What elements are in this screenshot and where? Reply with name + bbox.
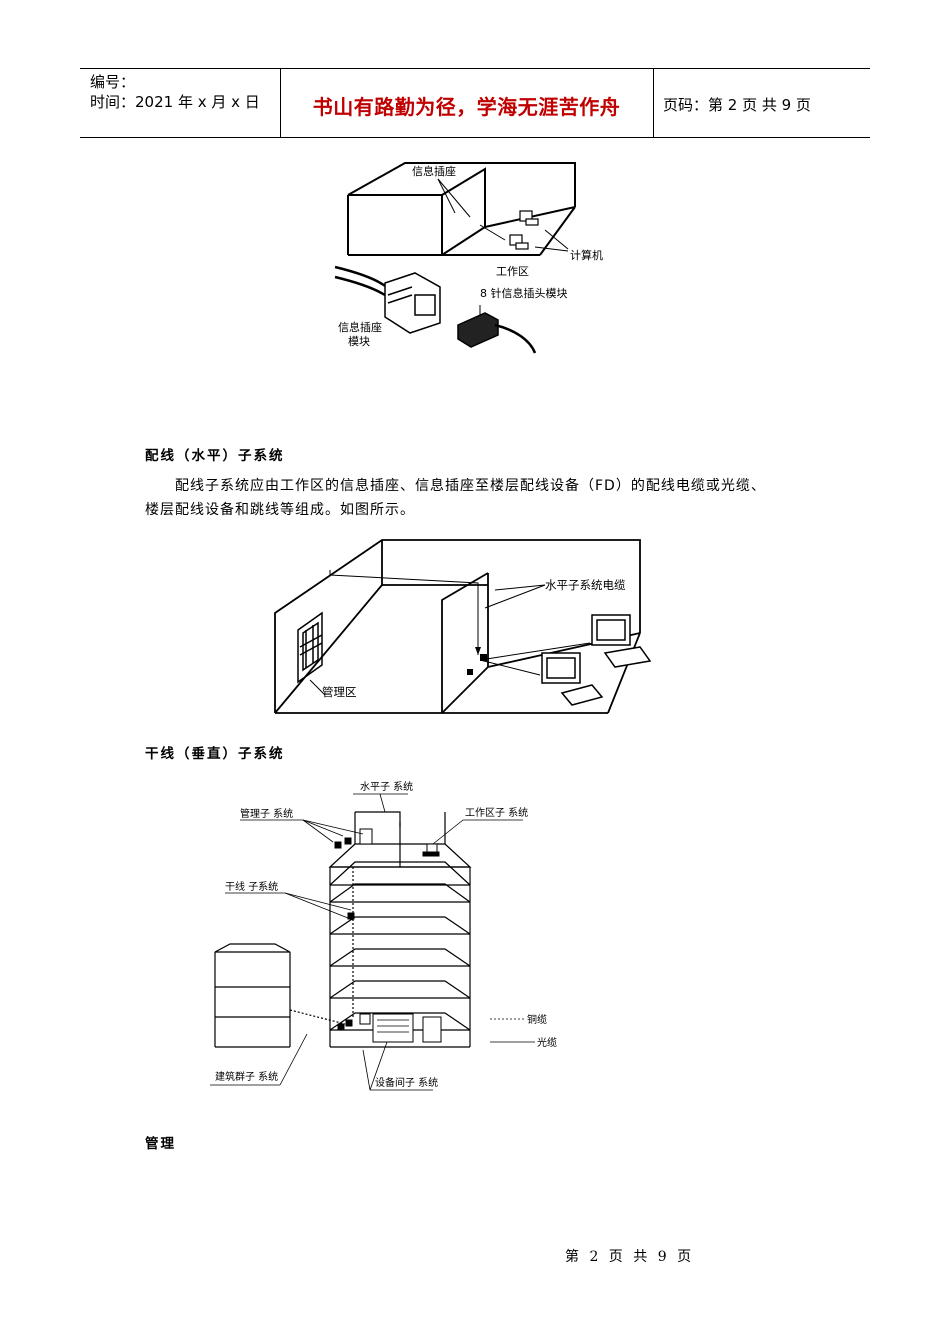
- header-middle-cell: 书山有路勤为径，学海无涯苦作舟: [280, 69, 654, 137]
- para-horizontal-line2: 楼层配线设备和跳线等组成。如图所示。: [145, 502, 415, 518]
- page-footer: 第 2 页 共 9 页: [565, 1249, 695, 1265]
- header-motto: 书山有路勤为径，学海无涯苦作舟: [312, 95, 621, 119]
- label-outlet-module-2: 模块: [348, 335, 370, 348]
- header-right-cell: 页码：第 2 页 共 9 页: [653, 69, 870, 137]
- backbone-subsystem-figure: 水平子 系统 管理子 系统 工作区子 系统 干线 子系统 铜缆 光缆 建筑群子 …: [210, 780, 557, 1091]
- section-title-management: 管理: [145, 1136, 176, 1152]
- label-mgmt-subsystem: 管理子 系统: [240, 807, 293, 820]
- para-horizontal-line1: 配线子系统应由工作区的信息插座、信息插座至楼层配线设备（FD）的配线电缆或光缆、: [175, 478, 766, 494]
- label-mgmt-area: 管理区: [322, 685, 357, 699]
- work-area-figure: 信息插座 计算机 工作区 8 针信息插头模块 信息插座 模块: [334, 162, 603, 354]
- label-copper: 铜缆: [527, 1013, 547, 1026]
- label-horizontal-cable: 水平子系统电缆: [545, 578, 626, 592]
- label-work-subsystem: 工作区子 系统: [465, 806, 528, 819]
- section-title-backbone: 干线（垂直）子系统: [145, 746, 285, 762]
- label-8pin-module: 8 针信息插头模块: [480, 286, 568, 300]
- label-horizontal-subsystem: 水平子 系统: [360, 780, 413, 793]
- horizontal-subsystem-figure: 水平子系统电缆 管理区: [274, 539, 652, 714]
- label-backbone-subsystem: 干线 子系统: [225, 880, 278, 893]
- label-campus-subsystem: 建筑群子 系统: [215, 1070, 278, 1083]
- page-info: 页码：第 2 页 共 9 页: [663, 96, 811, 114]
- label-outlet: 信息插座: [412, 164, 456, 178]
- label-computer: 计算机: [570, 248, 603, 262]
- label-work-area: 工作区: [496, 265, 529, 278]
- header-left-cell: 编号： 时间：2021 年 x 月 x 日: [80, 69, 281, 137]
- label-fiber: 光缆: [537, 1036, 557, 1049]
- label-outlet-module-1: 信息插座: [338, 320, 382, 334]
- date-line: 时间：2021 年 x 月 x 日: [90, 93, 260, 111]
- section-title-horizontal: 配线（水平）子系统: [145, 448, 285, 464]
- label-equipment-subsystem: 设备间子 系统: [375, 1076, 438, 1089]
- page-header: 编号： 时间：2021 年 x 月 x 日 书山有路勤为径，学海无涯苦作舟 页码…: [80, 68, 870, 138]
- code-label: 编号：: [90, 73, 136, 91]
